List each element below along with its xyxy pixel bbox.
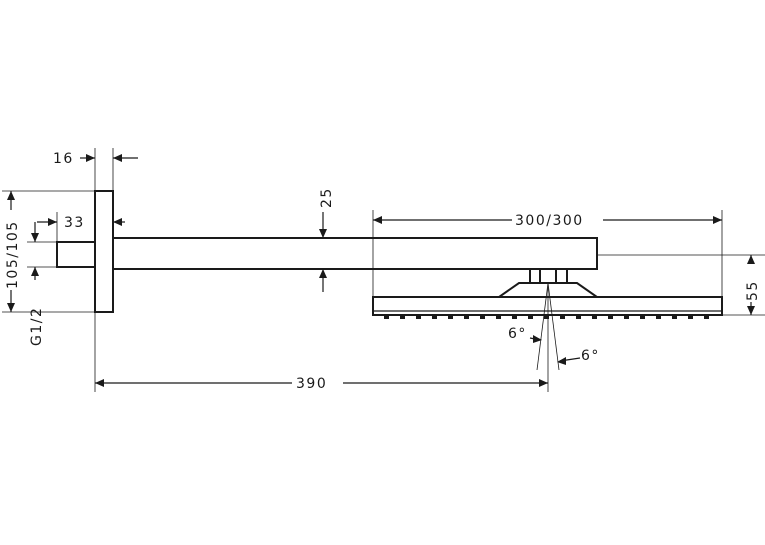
tilt-right-label: 6°: [581, 348, 600, 364]
nozzle: [464, 315, 469, 319]
nozzle: [688, 315, 693, 319]
shower-arm: [112, 237, 598, 270]
nozzle: [480, 315, 485, 319]
wall-flange: [94, 190, 114, 313]
head-size-label: 300/300: [515, 213, 584, 229]
nozzle: [576, 315, 581, 319]
nozzle: [416, 315, 421, 319]
nozzle: [640, 315, 645, 319]
flange-thickness-label: 16: [53, 151, 74, 167]
nozzle: [384, 315, 389, 319]
dimension-tilt-right: 6°: [557, 348, 600, 365]
dimension-arm-height: 25: [319, 187, 335, 292]
wall-connector: [56, 241, 96, 268]
dimension-tilt-left: 6°: [508, 326, 542, 343]
dimension-head-height: 55: [597, 254, 765, 316]
shower-head: [372, 296, 723, 319]
nozzle: [704, 315, 709, 319]
nozzle: [544, 315, 549, 319]
nozzle: [432, 315, 437, 319]
nozzle: [496, 315, 501, 319]
dimension-thread: G1/2: [27, 222, 57, 346]
nozzle: [528, 315, 533, 319]
flange-size-label: 105/105: [5, 220, 21, 289]
nozzle: [624, 315, 629, 319]
dimension-wall-offset: 33: [37, 212, 125, 242]
dimension-flange-thickness: 16: [53, 148, 138, 191]
tilt-left-label: 6°: [508, 326, 527, 342]
nozzle: [512, 315, 517, 319]
spray-angle-lines: [536, 282, 560, 392]
dimension-projection: 390: [94, 312, 548, 392]
nozzle: [656, 315, 661, 319]
nozzle: [560, 315, 565, 319]
dimension-head-size: 300/300: [372, 210, 723, 297]
projection-label: 390: [296, 376, 327, 392]
arm-height-label: 25: [319, 187, 335, 208]
dimension-flange-size: 105/105: [2, 190, 95, 313]
nozzle: [592, 315, 597, 319]
head-height-label: 55: [745, 280, 761, 301]
nozzle: [608, 315, 613, 319]
nozzle-row: [384, 315, 709, 319]
nozzle: [448, 315, 453, 319]
thread-label: G1/2: [29, 307, 45, 346]
nozzle: [672, 315, 677, 319]
nozzle: [400, 315, 405, 319]
wall-offset-label: 33: [64, 215, 85, 231]
